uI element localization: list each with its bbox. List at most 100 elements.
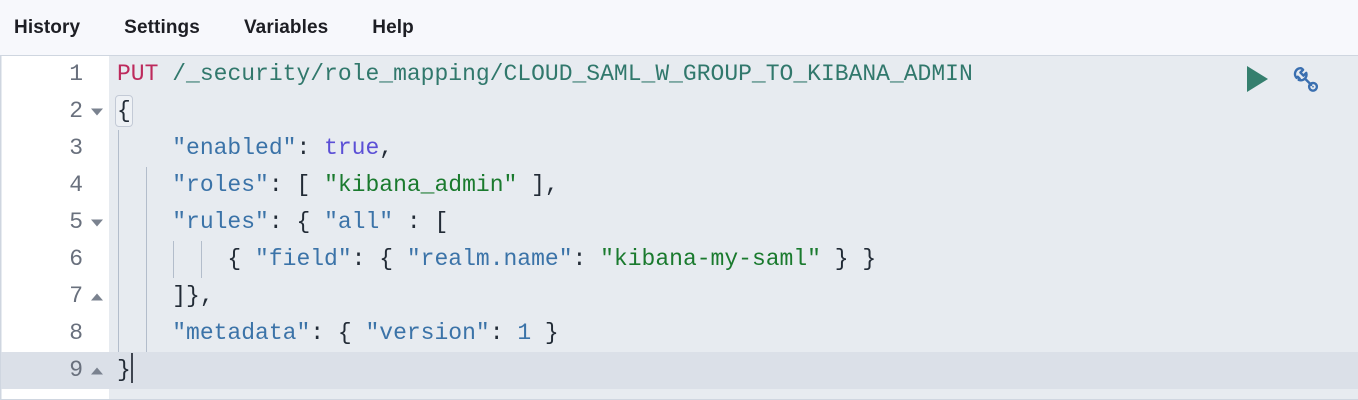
code-token: "kibana_admin"	[324, 172, 518, 198]
code-text: "rules": { "all" : [	[117, 209, 448, 235]
line-number: 5	[1, 204, 109, 241]
code-token: }	[117, 357, 131, 383]
code-token	[117, 283, 172, 309]
code-token: "enabled"	[172, 135, 297, 161]
wrench-icon[interactable]	[1290, 64, 1320, 94]
text-cursor	[130, 352, 133, 383]
line-number-label: 3	[69, 135, 83, 161]
fold-collapse-icon[interactable]	[91, 219, 103, 226]
code-token: "kibana-my-saml"	[600, 246, 821, 272]
editor-line[interactable]: 5 "rules": { "all" : [	[1, 204, 1358, 241]
code-token: :	[489, 320, 518, 346]
line-content[interactable]: "metadata": { "version": 1 }	[109, 315, 1358, 352]
toolbar-item-history[interactable]: History	[14, 17, 81, 38]
line-number-label: 7	[69, 283, 83, 309]
active-line-highlight	[1, 352, 1358, 389]
line-number-label: 5	[69, 209, 83, 235]
line-content[interactable]: { "field": { "realm.name": "kibana-my-sa…	[109, 241, 1358, 278]
code-text: "roles": [ "kibana_admin" ],	[117, 172, 559, 198]
code-token	[117, 246, 227, 272]
indent-guide	[145, 315, 147, 352]
code-token: }	[531, 320, 559, 346]
toolbar-item-settings[interactable]: Settings	[124, 17, 200, 38]
code-token	[158, 61, 172, 87]
play-icon[interactable]	[1247, 66, 1268, 92]
code-token: : [	[393, 209, 449, 235]
editor-line[interactable]: 1 PUT /_security/role_mapping/CLOUD_SAML_…	[1, 56, 1358, 93]
indent-guide	[145, 241, 147, 278]
code-token: "all"	[324, 209, 394, 235]
code-token: "roles"	[172, 172, 269, 198]
indent-guide	[145, 204, 147, 241]
code-text: { "field": { "realm.name": "kibana-my-sa…	[117, 246, 876, 272]
line-number: 2	[1, 93, 109, 130]
toolbar-item-help[interactable]: Help	[372, 17, 414, 38]
line-number: 3	[1, 130, 109, 167]
line-number: 8	[1, 315, 109, 352]
code-token: ]},	[172, 283, 214, 309]
console-toolbar: History Settings Variables Help	[0, 0, 1358, 55]
code-token	[117, 135, 172, 161]
line-content[interactable]: PUT /_security/role_mapping/CLOUD_SAML_W…	[109, 56, 1358, 93]
indent-guide	[118, 167, 119, 204]
editor-line[interactable]: 8 "metadata": { "version": 1 }	[1, 315, 1358, 352]
fold-collapse-icon[interactable]	[91, 108, 103, 115]
code-token: /_security/role_mapping/CLOUD_SAML_W_GRO…	[172, 61, 973, 87]
indent-guide	[118, 130, 119, 167]
editor-line[interactable]: 6 { "field": { "realm.name": "kibana-my-…	[1, 241, 1358, 278]
line-number: 6	[1, 241, 109, 278]
indent-guide	[118, 278, 119, 315]
code-token: :	[296, 135, 325, 161]
code-token: "rules"	[172, 209, 269, 235]
line-content[interactable]: ]},	[109, 278, 1358, 315]
code-token: "field"	[255, 246, 352, 272]
code-token: : {	[351, 246, 407, 272]
indent-guide	[173, 241, 175, 278]
line-number: 9	[1, 352, 109, 389]
editor-lines[interactable]: 1 PUT /_security/role_mapping/CLOUD_SAML_…	[1, 56, 1358, 389]
line-number: 1	[1, 56, 109, 93]
fold-expand-icon[interactable]	[91, 293, 103, 300]
editor-line[interactable]: 2{	[1, 93, 1358, 130]
code-token: ],	[517, 172, 559, 198]
line-number-label: 1	[69, 61, 83, 87]
code-token: true	[324, 135, 380, 161]
indent-guide	[200, 241, 202, 278]
code-token: : [	[268, 172, 325, 198]
indent-guide	[145, 167, 147, 204]
line-content[interactable]: "roles": [ "kibana_admin" ],	[109, 167, 1358, 204]
editor-line[interactable]: 9}	[1, 352, 1358, 389]
line-content[interactable]: "rules": { "all" : [	[109, 204, 1358, 241]
editor-line[interactable]: 4 "roles": [ "kibana_admin" ],	[1, 167, 1358, 204]
code-token: PUT	[117, 61, 159, 87]
indent-guide	[118, 241, 119, 278]
line-content[interactable]: {	[109, 93, 1358, 130]
code-token: : {	[268, 209, 325, 235]
code-token: :	[572, 246, 601, 272]
editor-line[interactable]: 7 ]},	[1, 278, 1358, 315]
line-number: 7	[1, 278, 109, 315]
matching-bracket: {	[115, 95, 133, 127]
indent-guide	[118, 315, 119, 352]
code-text: {	[115, 95, 133, 127]
line-number-label: 4	[69, 172, 83, 198]
line-content[interactable]: "enabled": true,	[109, 130, 1358, 167]
line-content[interactable]: }	[109, 352, 1358, 389]
editor-actions	[1247, 64, 1320, 94]
code-token: {	[227, 246, 256, 272]
line-number-label: 9	[69, 357, 83, 383]
code-token: "version"	[365, 320, 490, 346]
code-token: "realm.name"	[406, 246, 573, 272]
code-token	[117, 172, 172, 198]
fold-expand-icon[interactable]	[91, 367, 103, 374]
code-token: 1	[517, 320, 532, 346]
line-number-label: 2	[69, 98, 83, 124]
indent-guide	[145, 278, 147, 315]
code-text: }	[117, 357, 131, 383]
code-token: : {	[310, 320, 366, 346]
code-text: "enabled": true,	[117, 135, 393, 161]
editor-line[interactable]: 3 "enabled": true,	[1, 130, 1358, 167]
code-text: ]},	[117, 283, 214, 309]
request-editor[interactable]: 1 PUT /_security/role_mapping/CLOUD_SAML_…	[0, 55, 1358, 400]
toolbar-item-variables[interactable]: Variables	[243, 17, 329, 38]
